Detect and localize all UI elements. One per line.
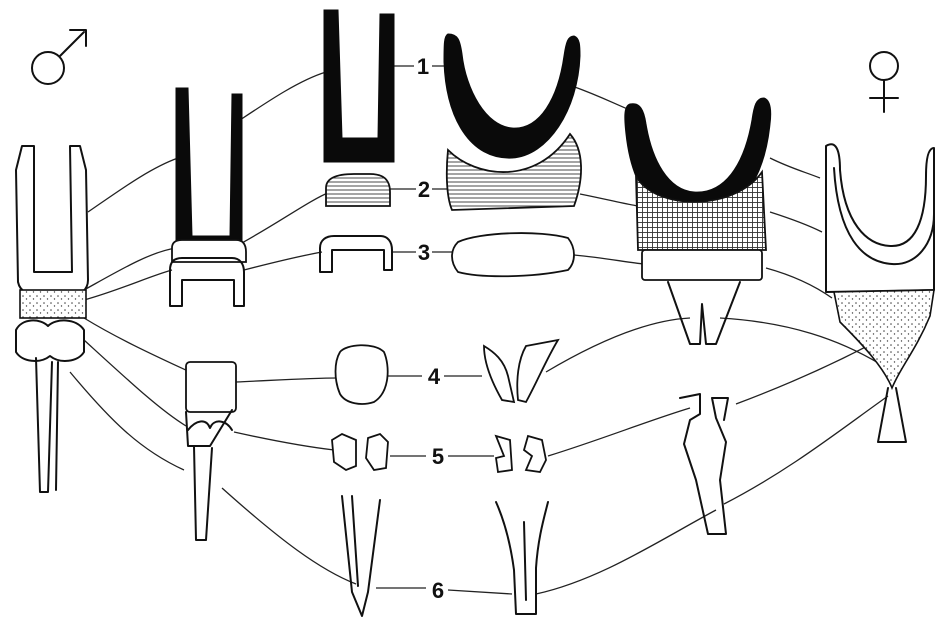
female-symbol — [870, 52, 898, 112]
male-symbol — [32, 30, 86, 84]
label-5: 5 — [432, 444, 444, 469]
male-complete-outline — [16, 146, 88, 492]
male-column — [320, 10, 394, 616]
label-2: 2 — [418, 177, 430, 202]
female-complete-outline — [826, 144, 934, 442]
female-column — [444, 34, 581, 614]
label-3: 3 — [418, 240, 430, 265]
female-segment-stack — [625, 98, 771, 534]
male-segment-stack — [170, 88, 246, 540]
label-6: 6 — [432, 578, 444, 603]
label-1: 1 — [417, 54, 429, 79]
homology-labels: 1 2 3 4 5 6 — [417, 54, 444, 603]
label-4: 4 — [428, 364, 441, 389]
